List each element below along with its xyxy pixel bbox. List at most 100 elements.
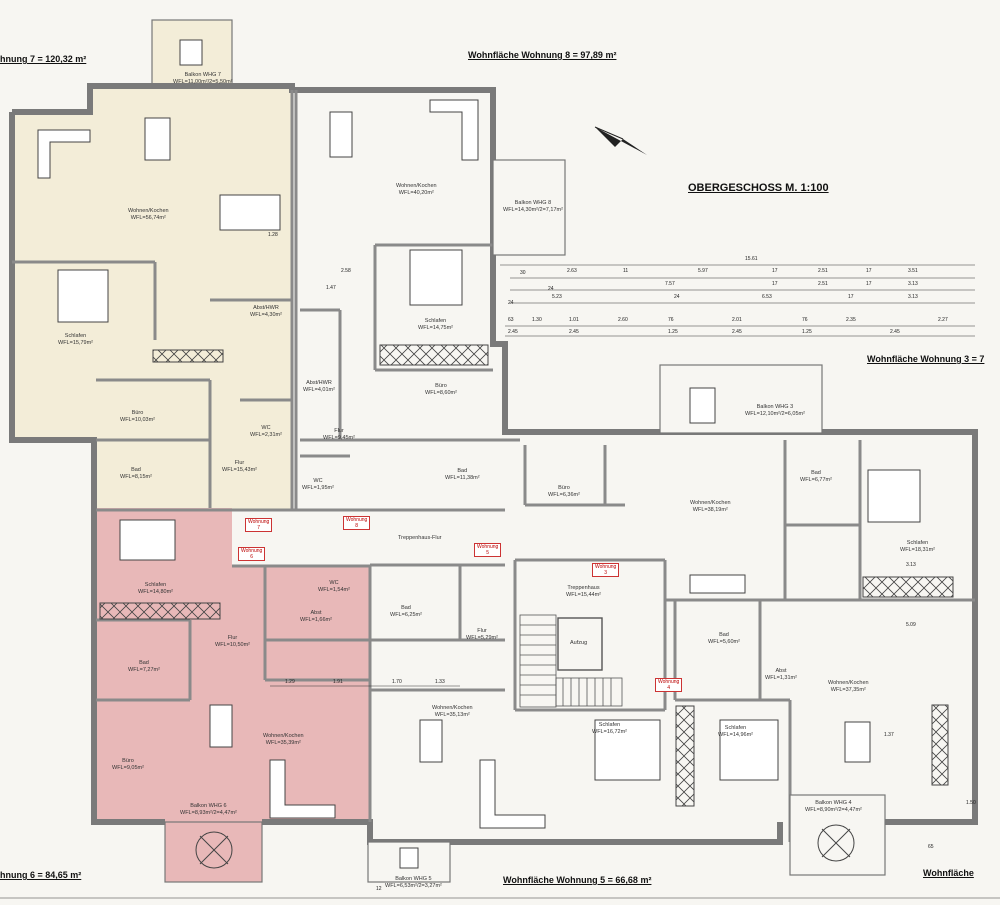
unit-7: [12, 19, 292, 510]
dimension-label: 76: [802, 317, 808, 323]
dimension-label: 30: [520, 270, 526, 276]
dimension-label: 1.01: [569, 317, 579, 323]
dimension-label: 3.13: [908, 294, 918, 300]
dimension-label: 2.51: [818, 281, 828, 287]
dimension-label: 5.09: [906, 622, 916, 628]
dimension-label: 1.37: [884, 732, 894, 738]
north-arrow-icon: [594, 126, 647, 155]
dimension-label: 2.27: [938, 317, 948, 323]
dimension-label: 12: [376, 886, 382, 892]
stairwell: [519, 614, 623, 708]
dimension-label: 1.25: [802, 329, 812, 335]
dimension-label: 5.23: [552, 294, 562, 300]
dimension-label: 3.13: [906, 562, 916, 568]
dimension-label: 6.53: [762, 294, 772, 300]
heading-unit-8: Wohnfläche Wohnung 8 = 97,89 m²: [468, 50, 617, 60]
tables: [144, 39, 871, 869]
unit-6: [94, 508, 370, 882]
dimension-label: 1.29: [285, 679, 295, 685]
dimension-label: 1.91: [333, 679, 343, 685]
dimension-label: 24: [548, 286, 554, 292]
dimension-label: 2.45: [732, 329, 742, 335]
heading-unit-7: hnung 7 = 120,32 m²: [0, 54, 87, 64]
dimension-label: 2.45: [508, 329, 518, 335]
balcony-furniture: [195, 824, 855, 869]
dimension-label: 17: [772, 268, 778, 274]
dimension-label: 5.97: [698, 268, 708, 274]
built-in-cabinets: [99, 344, 954, 807]
dimension-label: 3.13: [908, 281, 918, 287]
dimension-label: 1.28: [268, 232, 278, 238]
dimension-label: 24: [674, 294, 680, 300]
room-label: Treppenhaus-Flur: [398, 535, 442, 541]
plan-title: OBERGESCHOSS M. 1:100: [688, 182, 829, 194]
dimension-label: 1.30: [532, 317, 542, 323]
heading-unit-5: Wohnfläche Wohnung 5 = 66,68 m²: [503, 875, 652, 885]
heading-unit-3: Wohnfläche Wohnung 3 = 7: [867, 354, 985, 364]
dimension-label: 2.60: [618, 317, 628, 323]
dimension-label: 17: [772, 281, 778, 287]
heading-unit-4: Wohnfläche: [923, 868, 974, 878]
dimension-label: 24: [508, 300, 514, 306]
dimension-lines: [270, 264, 975, 687]
room-label: Aufzug: [570, 640, 588, 646]
dimension-label: 1.50: [966, 800, 976, 806]
beds: [57, 249, 921, 781]
dimension-label: 2.51: [818, 268, 828, 274]
dimension-label: 17: [866, 281, 872, 287]
dimension-label: 1.47: [326, 285, 336, 291]
dimension-label: 1.25: [668, 329, 678, 335]
dimension-label: 63: [508, 317, 514, 323]
dimension-label: 2.58: [341, 268, 351, 274]
heading-unit-6: hnung 6 = 84,65 m²: [0, 870, 82, 880]
dimension-label: 17: [866, 268, 872, 274]
dimension-label: 3.51: [908, 268, 918, 274]
dimension-label: 15.61: [745, 256, 758, 262]
dimension-label: 1.70: [392, 679, 402, 685]
sofas: [37, 99, 746, 829]
